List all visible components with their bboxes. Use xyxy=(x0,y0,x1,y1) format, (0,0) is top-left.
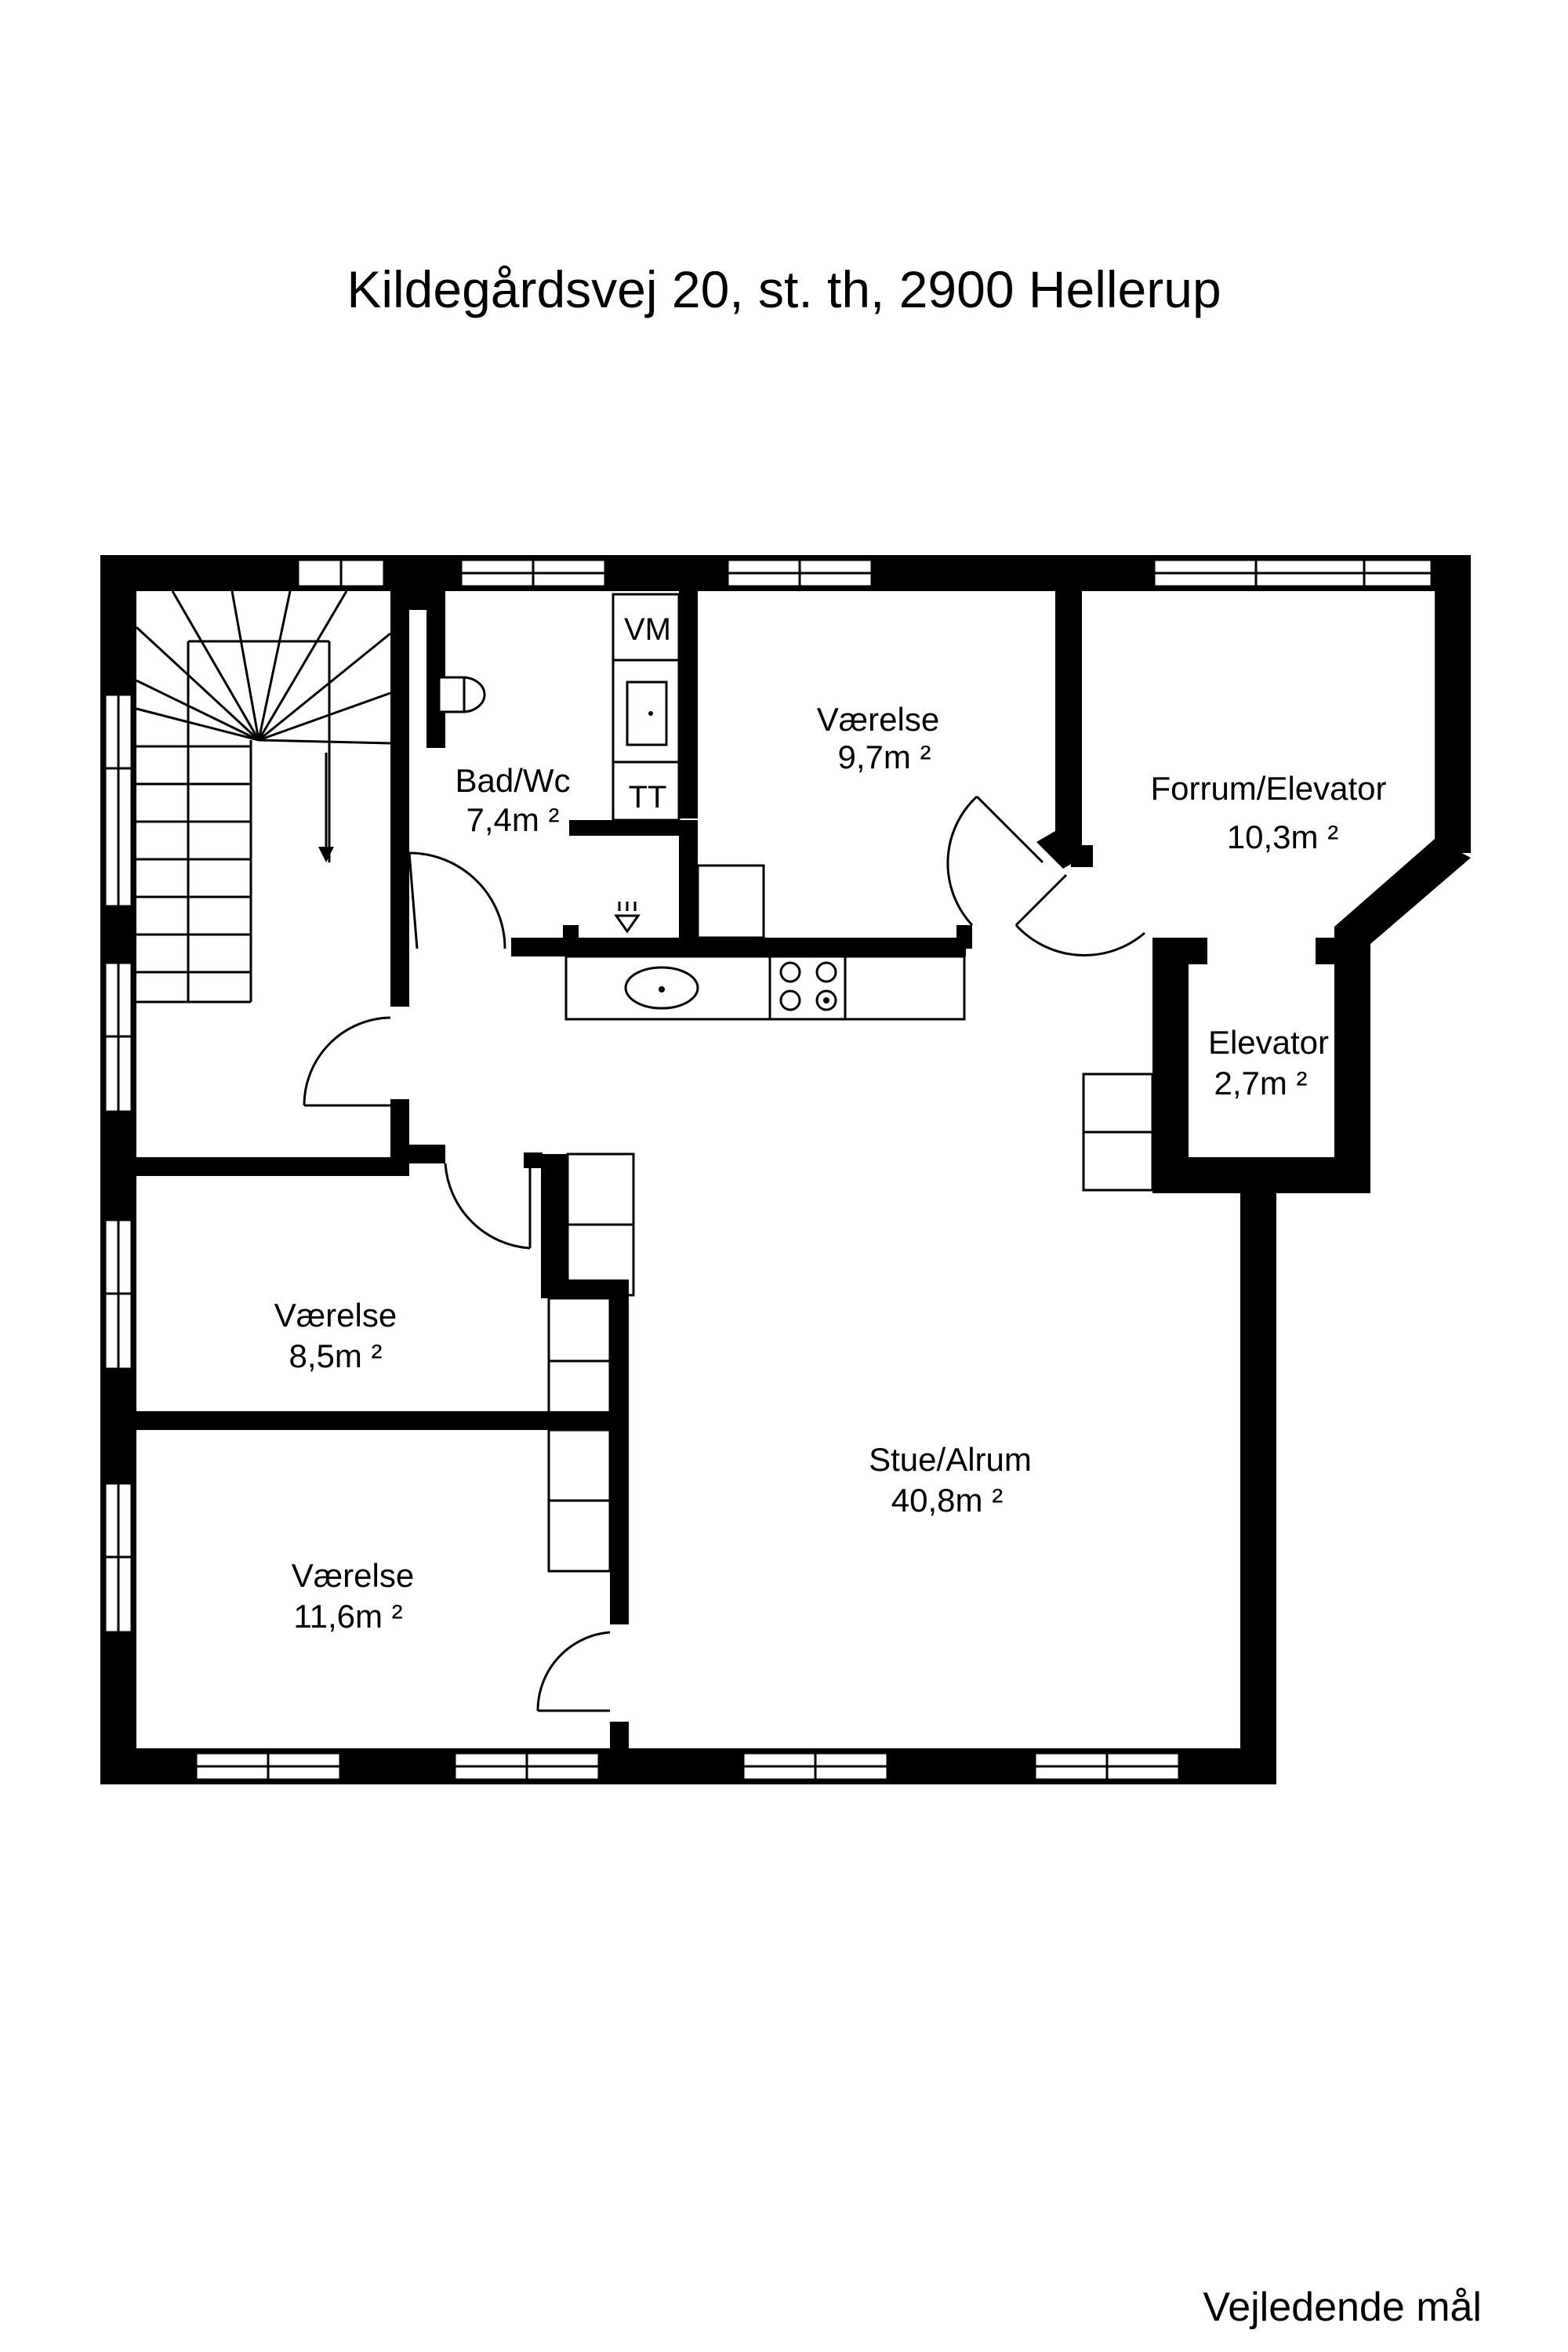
room-elevator: Elevator 2,7m ² xyxy=(1208,1024,1329,1102)
room-name: Stue/Alrum xyxy=(869,1441,1032,1478)
cabinets xyxy=(547,864,1154,1573)
shower-icon xyxy=(614,902,641,934)
room-name: Værelse xyxy=(292,1557,414,1594)
staircase xyxy=(135,590,391,1004)
footer-note: Vejledende mål xyxy=(1203,2285,1482,2330)
room-vaerelse-8-5: Værelse 8,5m ² xyxy=(274,1297,397,1374)
doors xyxy=(303,795,1145,1712)
room-area: 10,3m ² xyxy=(1227,818,1338,855)
room-forrum-elevator: Forrum/Elevator 10,3m ² xyxy=(1150,770,1386,855)
room-name: Elevator xyxy=(1208,1024,1329,1061)
stove-icon xyxy=(779,961,801,983)
room-area: 7,4m ² xyxy=(466,801,559,838)
washing-machine-label: VM xyxy=(624,612,671,647)
room-name: Forrum/Elevator xyxy=(1150,770,1386,807)
room-area: 11,6m ² xyxy=(293,1598,402,1635)
tumble-dryer-label: TT xyxy=(629,780,667,815)
windows xyxy=(103,558,1433,1781)
laundry-column: VM TT xyxy=(612,593,681,822)
kitchen-counter xyxy=(564,955,966,1021)
room-stue-alrum: Stue/Alrum 40,8m ² xyxy=(869,1441,1032,1519)
room-area: 2,7m ² xyxy=(1214,1065,1307,1102)
interior-walls xyxy=(136,591,1093,1769)
address-title: Kildegårdsvej 20, st. th, 2900 Hellerup xyxy=(347,260,1221,318)
room-name: Værelse xyxy=(817,701,939,738)
room-area: 8,5m ² xyxy=(289,1338,382,1374)
room-vaerelse-9-7: Værelse 9,7m ² xyxy=(817,701,939,775)
room-area: 40,8m ² xyxy=(891,1482,1003,1519)
sink-icon xyxy=(624,966,699,1010)
room-bad-wc: Bad/Wc 7,4m ² xyxy=(455,762,570,838)
stair-direction-arrow-icon xyxy=(318,847,334,862)
toilet-icon xyxy=(428,657,486,731)
room-area: 9,7m ² xyxy=(837,739,931,775)
room-vaerelse-11-6: Værelse 11,6m ² xyxy=(292,1557,414,1635)
room-name: Bad/Wc xyxy=(455,762,570,799)
room-name: Værelse xyxy=(274,1297,397,1334)
